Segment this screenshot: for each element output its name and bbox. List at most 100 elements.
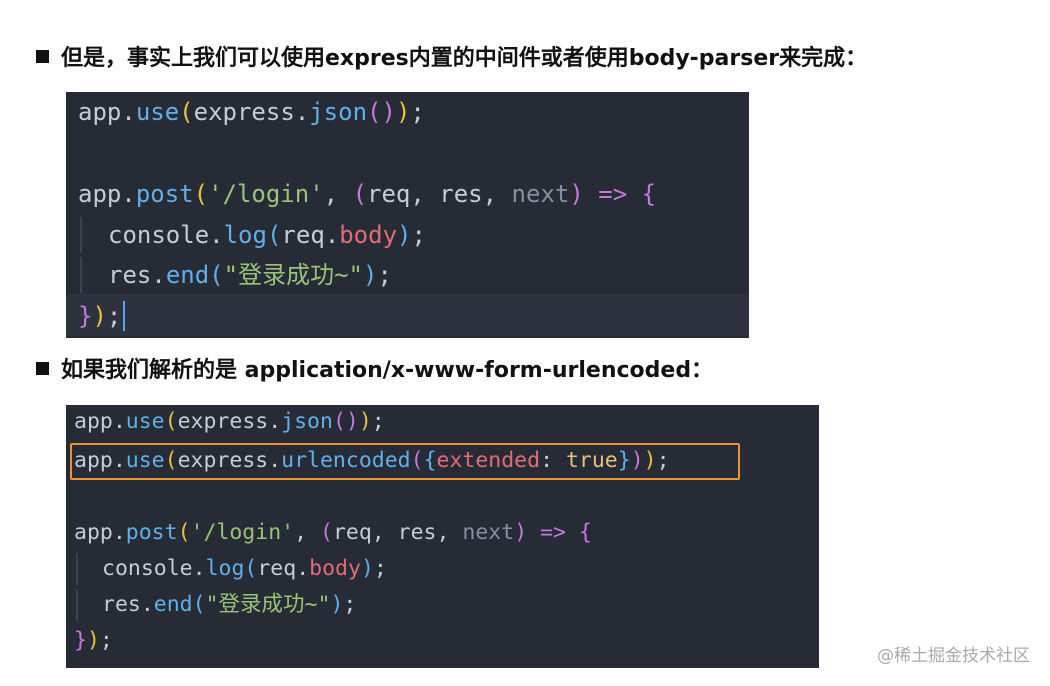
code-token: , [410,180,440,208]
code-token: => [540,520,566,546]
code-token: ; [656,448,670,474]
code-token: ( [319,520,333,546]
code-token: . [140,592,154,618]
code-token: ( [209,261,224,289]
code-line: app.post('/login', (req, res, next) => { [78,176,656,212]
code-token: json [309,98,368,126]
code-token: ( [179,98,194,126]
code-token: next [511,180,570,208]
code-token: app [78,180,122,208]
code-token: , [323,180,353,208]
code-token: ) [362,261,378,289]
code-token [566,522,579,544]
code-token: "登录成功~" [205,592,331,618]
code-token: ; [410,98,425,126]
code-token: app [78,98,122,126]
code-token: post [135,180,194,208]
code-line: app.use(express.json()); [74,406,385,438]
code-line: }); [74,625,113,657]
indent-guide [76,553,78,585]
code-token: ; [411,221,426,249]
code-token: end [153,592,193,618]
code-token: console [108,221,210,249]
code-token: ( [266,221,282,249]
indent-guide [76,589,78,621]
code-token: ) [345,409,359,435]
code-line: res.end("登录成功~"); [74,589,356,621]
code-token: ( [164,448,178,474]
heading-2-text: 如果我们解析的是 application/x-www-form-urlencod… [61,358,714,383]
code-token: . [268,409,282,435]
code-token: express [177,448,269,474]
code-token: true [565,448,618,474]
code-token: ) [514,520,528,546]
code-token: . [112,409,126,435]
code-token: , [482,180,512,208]
code-token: ) [86,628,100,654]
code-token: ; [371,409,385,435]
code-token: body [339,221,398,249]
code-token: ) [92,302,107,330]
code-token: { [641,180,657,208]
code-token: end [165,261,210,289]
indent-guide [80,217,82,253]
bullet-heading-1: 但是，事实上我们可以使用expres内置的中间件或者使用body-parser来… [36,40,867,72]
code-token: extended [436,448,541,474]
code-line: console.log(req.body); [78,217,426,253]
code-token: ( [410,448,424,474]
code-token: . [112,520,126,546]
code-token: express [193,98,295,126]
code-token: . [121,180,136,208]
bullet-square-icon [36,361,49,375]
code-token: . [296,556,310,582]
code-token: "登录成功~" [223,261,363,289]
code-token [527,522,540,544]
code-token: log [205,556,245,582]
current-line-highlight [66,294,749,336]
code-token: app [74,520,113,546]
code-token: express [177,409,269,435]
code-token: ) [395,98,411,126]
code-token: console [102,556,193,582]
code-token: . [151,261,166,289]
text-caret [123,301,126,331]
code-token: json [281,409,333,435]
code-token [627,182,641,206]
code-token: => [598,180,628,208]
bullet-square-icon [36,49,49,63]
code-token: } [78,302,93,330]
code-line: app.use(express.json()); [78,94,425,130]
code-token: . [112,448,126,474]
code-token: res [397,520,437,546]
code-token: '/login' [208,180,324,208]
code-token: res [108,261,152,289]
code-token: ; [99,628,113,654]
code-token: . [294,98,310,126]
code-token: req [281,221,325,249]
code-token: ; [377,261,392,289]
code-token: next [462,520,515,546]
indent-guide [80,257,82,293]
code-token: use [125,409,165,435]
code-token: . [209,221,224,249]
code-token: use [135,98,180,126]
code-token: { [423,448,437,474]
code-token: ) [358,409,372,435]
code-token: ( [332,409,346,435]
code-token: ( [352,180,368,208]
code-token: use [125,448,165,474]
code-token: log [223,221,267,249]
code-token: . [121,98,136,126]
code-token: '/login' [190,520,295,546]
code-token: res [102,592,141,618]
code-token: ) [360,556,374,582]
code-token: app [74,448,113,474]
code-token: body [309,556,361,582]
code-token: . [324,221,340,249]
code-token: , [371,520,398,546]
code-token: : [540,448,566,474]
code-token: } [74,628,87,654]
code-token: , [436,520,463,546]
code-token: ( [367,98,382,126]
code-token: , [294,520,320,546]
